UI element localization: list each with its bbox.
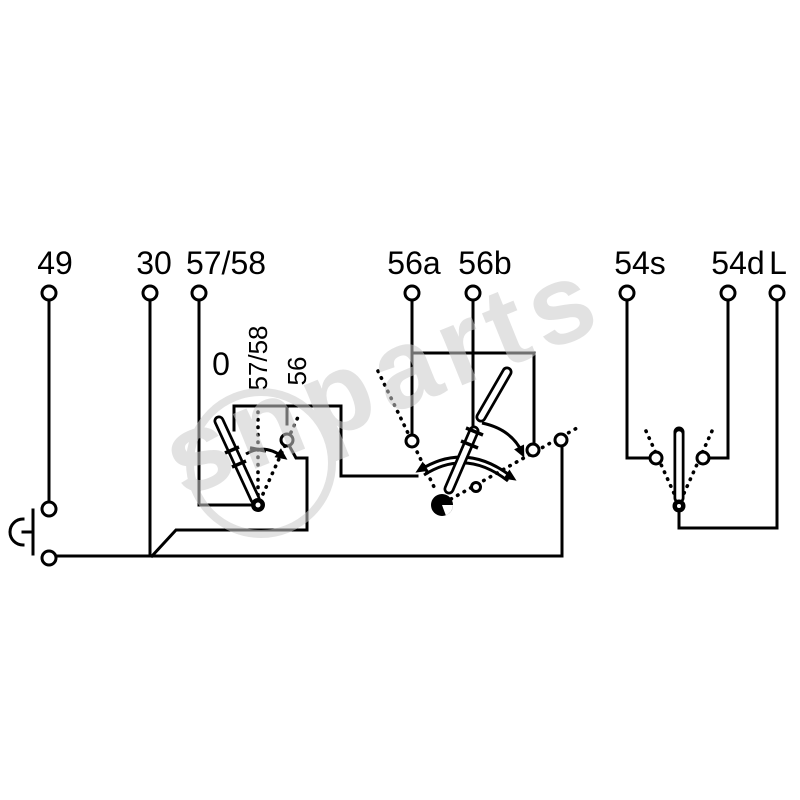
- terminal-54d-circle: [719, 284, 737, 302]
- dimmer-lever-lower-core: [446, 428, 477, 492]
- terminals: 49 30 57/58 56a 56b 54s 54d L: [37, 245, 787, 557]
- bus-wire: [54, 444, 564, 558]
- left-switch-arc-tick: [249, 446, 267, 453]
- left-switch-pivot-hole: [255, 502, 261, 508]
- terminal-56a-circle: [403, 284, 421, 302]
- terminal-54s-circle: [618, 284, 636, 302]
- dimmer-switch: [376, 351, 579, 516]
- dimmer-lever-mark-2: [465, 426, 484, 437]
- left-switch-position-line-56: [261, 415, 300, 496]
- right-switch: [644, 426, 714, 513]
- left-switch-label-headlamp: 56: [282, 357, 312, 386]
- right-switch-position-line-54d: [679, 429, 714, 502]
- left-switch-lever-core: [216, 418, 258, 502]
- terminal-57-58-circle: [190, 284, 208, 302]
- dimmer-contact-mid: [470, 481, 482, 493]
- terminal-30-circle: [141, 284, 159, 302]
- push-button-contact-bottom: [40, 549, 58, 567]
- dimmer-upper-arc-arrowhead: [514, 444, 525, 458]
- terminal-49-circle: [40, 284, 58, 302]
- right-switch-pivot-hole: [677, 504, 681, 508]
- terminal-54d-lead: [708, 298, 730, 460]
- left-switch-arc-arrowhead: [274, 448, 288, 460]
- terminal-L-label: L: [769, 245, 787, 281]
- dimmer-contact-bus: [553, 432, 569, 448]
- terminal-57-58-label: 57/58: [186, 245, 266, 281]
- terminal-56b-label: 56b: [458, 245, 511, 281]
- dimmer-upper-arc: [481, 421, 524, 453]
- push-button-contact-top: [40, 500, 58, 518]
- left-switch-label-off: 0: [212, 346, 230, 382]
- left-rotary-switch: 0 57/58 56: [212, 325, 419, 512]
- dimmer-lever-mark-1: [460, 439, 479, 450]
- bus-wiring: [54, 444, 564, 559]
- dimmer-lever-upper-core: [478, 369, 510, 420]
- push-button-contact: [8, 500, 58, 567]
- left-switch-lever-mark-2: [224, 445, 240, 455]
- left-switch-contact-56: [279, 432, 295, 448]
- terminal-56b-circle: [464, 284, 482, 302]
- watermark-ring: [186, 388, 336, 538]
- terminal-L-circle: [768, 284, 786, 302]
- left-switch-lever-mark-1: [231, 459, 247, 469]
- dimmer-arc-arrowhead-left: [415, 461, 429, 473]
- left-switch-label-parking: 57/58: [243, 325, 273, 390]
- terminal-56a-label: 56a: [387, 245, 441, 281]
- terminal-L-lead: [677, 298, 779, 530]
- dimmer-contact-frame: [525, 442, 541, 458]
- branch-to-left-switch-contact: [149, 444, 309, 559]
- right-switch-contact-54d: [695, 450, 711, 466]
- terminal-54d-label: 54d: [711, 245, 764, 281]
- terminal-49-label: 49: [37, 245, 73, 281]
- dimmer-frame: [410, 351, 536, 445]
- push-button-cap-arc: [8, 517, 25, 547]
- left-switch-frame: [232, 404, 419, 478]
- dimmer-contact-56a: [404, 433, 420, 449]
- dimmer-arc-arrowhead-right: [503, 469, 517, 481]
- right-switch-contact-54s: [648, 450, 664, 466]
- terminal-30-label: 30: [136, 245, 172, 281]
- terminal-54s-lead: [625, 298, 651, 460]
- dimmer-pivot-wedge: [442, 505, 453, 516]
- terminal-54s-label: 54s: [614, 245, 666, 281]
- right-switch-position-line-54s: [644, 429, 679, 502]
